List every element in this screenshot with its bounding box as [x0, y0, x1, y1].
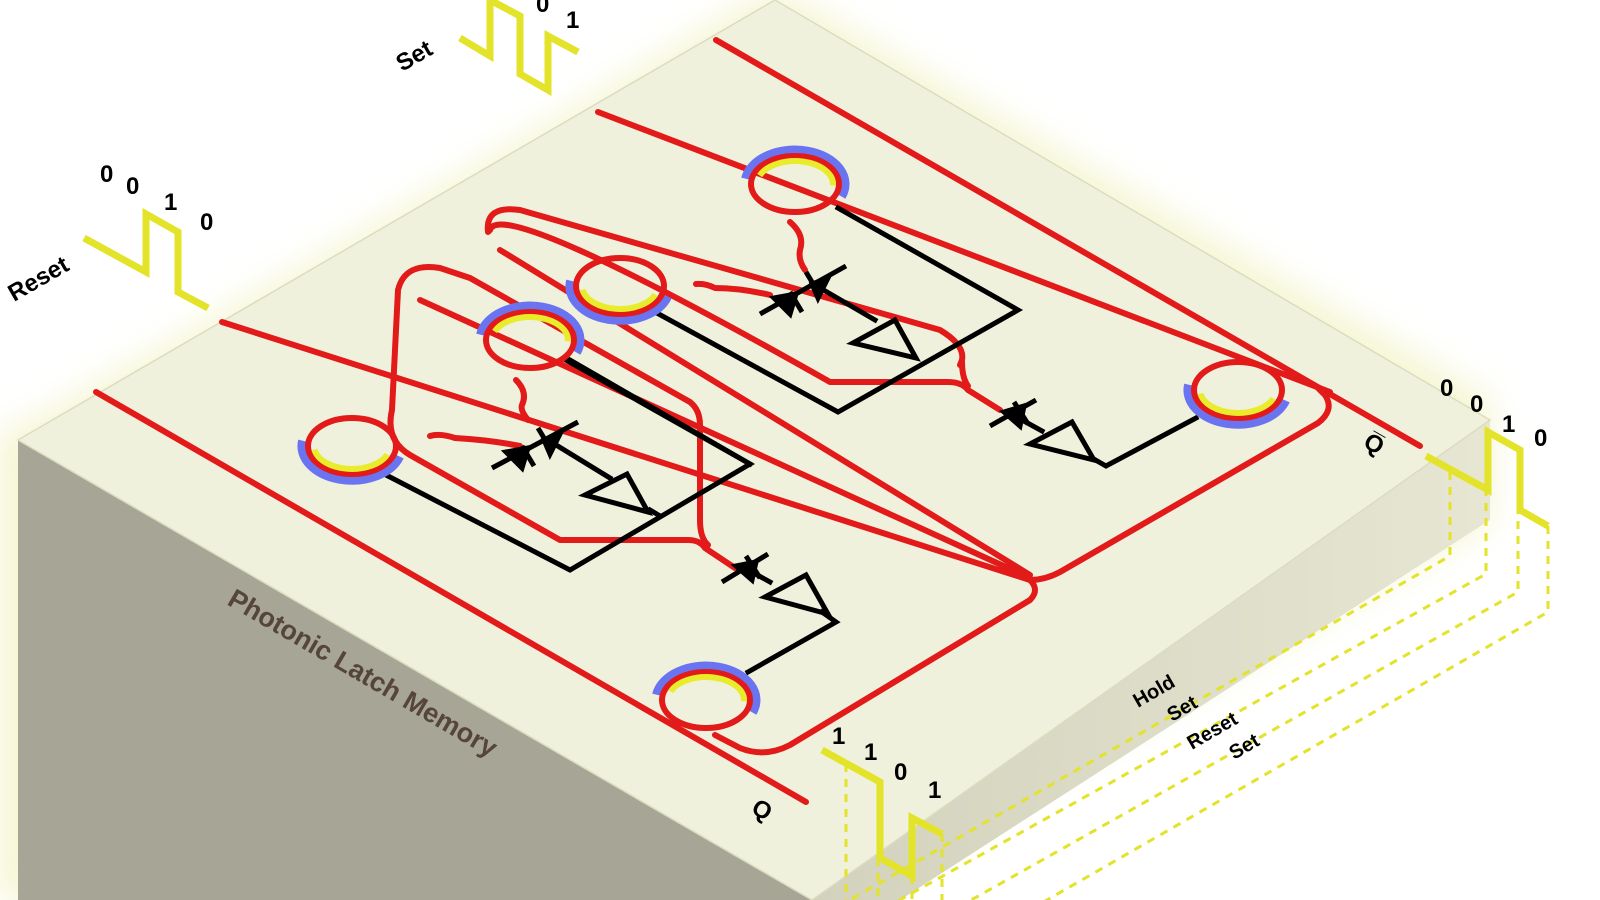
slab-front-face-main: [0, 440, 812, 900]
photodetector-bar: [743, 554, 763, 580]
amplifier-icon: [758, 571, 834, 618]
q-waveform: [820, 746, 944, 882]
qbar-bit: 0: [1534, 425, 1547, 452]
reset-bit: 0: [100, 161, 113, 188]
waveguide-drop-right: [693, 280, 773, 298]
waveguide-drop-left: [427, 431, 523, 449]
wire-right-ring-to-frame: [651, 204, 1024, 415]
qbar-bit: 0: [1440, 375, 1453, 402]
q-bit: 1: [864, 739, 877, 766]
ring-heater-outer: [476, 301, 585, 355]
qbar-bit: 1: [1502, 411, 1515, 438]
reset-bit: 1: [164, 189, 177, 216]
ring-waveguide: [305, 415, 399, 477]
microring-resonator: [741, 145, 850, 215]
photodetector-bar: [803, 270, 821, 294]
q-bit: 1: [832, 723, 845, 750]
photodetector-bar: [519, 444, 537, 468]
waveguide-y-junction-left: [622, 517, 738, 571]
ring-heater-inner: [757, 158, 836, 186]
wire-left-amp-out: [646, 506, 664, 520]
microring-resonator: [1183, 359, 1290, 429]
set-bit: 0: [536, 0, 549, 18]
photodetector-bar: [535, 426, 553, 450]
reset-bit: 0: [200, 209, 213, 236]
set-bit: 1: [566, 7, 579, 34]
ring-heater-outer: [741, 145, 850, 199]
ring-waveguide: [748, 153, 842, 215]
waveguide-q-bus: [93, 389, 809, 805]
microring-resonator: [476, 301, 585, 371]
projection-line-reset: [968, 506, 1520, 900]
ring-heater-outer: [1183, 383, 1290, 429]
photodetectors: [490, 263, 1038, 585]
set-input-pulse: Set 0 1: [392, 0, 580, 97]
microrings: [297, 145, 1290, 731]
photodetector-diode-icon: [768, 290, 800, 319]
amplifier-icon: [1023, 418, 1100, 464]
reset-label: Reset: [4, 251, 74, 307]
q-output-pulse: Q 1 1 0 1: [747, 723, 944, 882]
photodetector-line: [490, 419, 580, 471]
photodetector-bar: [787, 290, 805, 314]
microring-resonator: [297, 415, 404, 485]
ring-heater-inner: [311, 448, 390, 472]
wire-left-pd-to-amp: [544, 436, 614, 482]
wire-right-pd-to-amp: [811, 281, 879, 324]
waveguide-reset-bus: [219, 319, 1033, 583]
projection-line-hold: [849, 472, 1452, 900]
microring-resonator: [652, 661, 761, 731]
photodetector-diode-icon: [500, 444, 532, 473]
waveguide-hairpin-long: [417, 297, 1033, 581]
qbar-output-pulse: Q̅ 0 0 1 0: [1359, 375, 1550, 530]
set-waveform: [458, 0, 580, 97]
ring-heater-inner: [492, 314, 571, 342]
waveguide-qbar-bus: [713, 37, 1423, 449]
ring-heater-inner: [1197, 392, 1276, 416]
ring-waveguide: [483, 309, 577, 371]
q-bit: 1: [928, 777, 941, 804]
qbar-waveform: [1424, 426, 1550, 530]
ring-waveguide: [659, 669, 753, 731]
ring-waveguide: [573, 255, 667, 317]
ring-heater-outer: [565, 279, 672, 325]
reset-bit: 0: [126, 173, 139, 200]
ring-heater-outer: [652, 661, 761, 715]
waveguide-loop-lower: [712, 577, 1038, 756]
waveguide-loop-right: [1027, 385, 1332, 583]
amplifiers: [578, 316, 1100, 618]
amplifier-icon: [578, 470, 654, 516]
ring-heater-inner: [579, 288, 658, 312]
reset-waveform: [82, 208, 210, 312]
reset-input-pulse: Reset 0 0 1 0: [4, 161, 213, 312]
waveguide-set-bus: [595, 109, 1333, 395]
wire-left-ring2-to-frame: [562, 356, 754, 468]
set-label: Set: [392, 35, 438, 77]
q-bit: 0: [894, 759, 907, 786]
timing-projection-lines: [844, 472, 1550, 900]
photodetector-bar: [1011, 400, 1031, 426]
amplifier-icon: [846, 316, 921, 362]
waveguide-hairpin-right: [484, 206, 966, 385]
bus-waveguides: [93, 37, 1423, 805]
microring-resonator: [565, 255, 672, 325]
timeline-state-label: Set: [1226, 730, 1264, 765]
waveguide-drop-left-2: [513, 377, 531, 423]
ring-waveguide: [1191, 359, 1285, 421]
waveguide-y-junction-right: [892, 359, 1003, 413]
waveguide-drop-right-2: [787, 219, 808, 273]
ring-heater-inner: [668, 674, 747, 702]
qbar-bit: 0: [1470, 391, 1483, 418]
ring-heater-outer: [297, 439, 404, 485]
